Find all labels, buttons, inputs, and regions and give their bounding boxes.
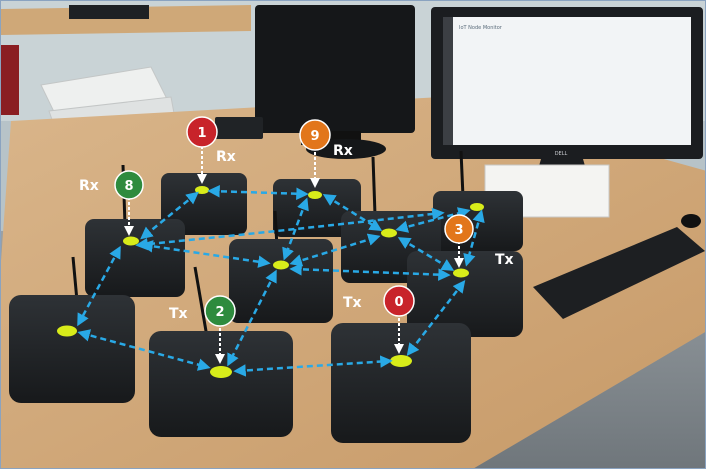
dell-monitor-screen [443, 17, 691, 145]
marker-2-role: Tx [169, 306, 188, 322]
marker-0-role: Tx [343, 295, 362, 311]
keyboard [533, 227, 705, 319]
link-c-2 [227, 269, 277, 367]
marker-9: 9 [299, 119, 331, 188]
marker-3: 3 [444, 214, 474, 268]
marker-8-id: 8 [124, 179, 133, 194]
link-bl-2 [77, 329, 211, 371]
link-2-0 [233, 355, 393, 377]
marker-1: 1 [186, 116, 218, 184]
marker-9-role: Rx [333, 143, 353, 159]
link-8-bl [77, 245, 121, 327]
mesh-links [77, 185, 485, 377]
monitor-brand: DELL [555, 151, 568, 157]
marker-8-role: Rx [79, 178, 99, 194]
screen-title: IoT Node Monitor [459, 25, 503, 31]
marker-1-id: 1 [197, 126, 206, 141]
link-3-0 [406, 280, 466, 356]
marker-9-id: 9 [310, 129, 319, 144]
link-c-3 [289, 263, 451, 281]
link-8-far [135, 207, 445, 251]
marker-2-id: 2 [215, 305, 224, 320]
back-table [1, 5, 251, 35]
marker-2: 2 [204, 295, 236, 364]
marker-0-id: 0 [394, 295, 403, 310]
marker-1-role: Rx [216, 149, 236, 165]
sensor-node-0 [331, 323, 471, 443]
link-1-9 [207, 185, 309, 200]
link-far-3 [463, 209, 485, 267]
marker-3-id: 3 [454, 223, 463, 238]
marker-3-role: Tx [495, 252, 514, 268]
back-keyboard [69, 5, 149, 19]
mouse [681, 214, 701, 228]
small-keyboard [215, 117, 263, 139]
red-chair [1, 45, 19, 115]
screen-sidebar [443, 17, 453, 145]
marker-0: 0 [383, 285, 415, 354]
lg-monitor-back [255, 5, 415, 133]
marker-8: 8 [114, 170, 144, 236]
